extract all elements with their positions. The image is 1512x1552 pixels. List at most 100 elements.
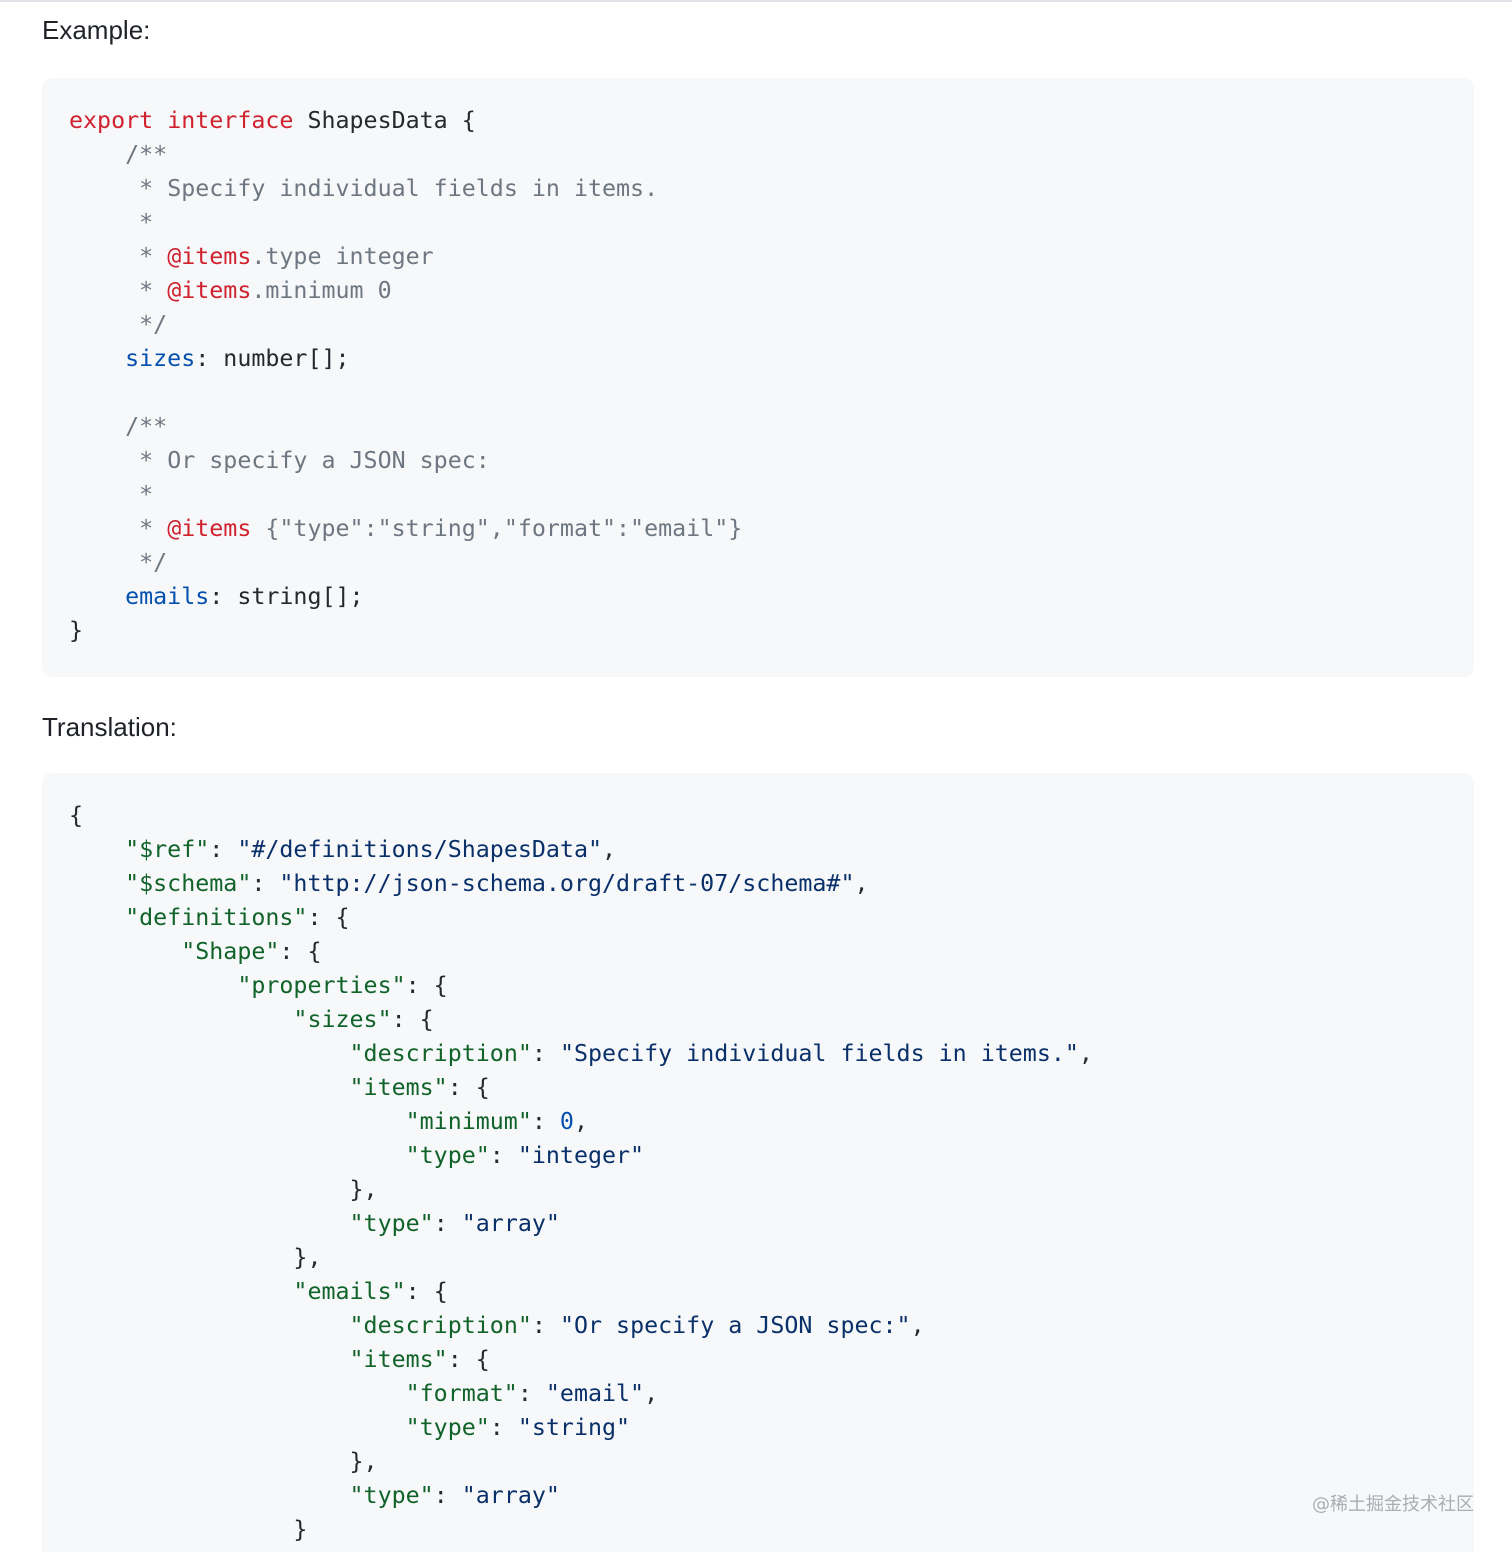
brace: { <box>69 802 84 829</box>
code-line: * Or specify a JSON spec: <box>69 444 742 478</box>
json-key: "description" <box>349 1312 532 1339</box>
code-line: "definitions": { <box>125 904 350 931</box>
comment-star: * <box>139 481 154 508</box>
example-code-block: export interface ShapesData { /** * Spec… <box>42 78 1474 677</box>
watermark: @稀土掘金技术社区 <box>1312 1494 1474 1515</box>
code-line: "type": "array" <box>349 1482 560 1509</box>
json-key: "properties" <box>237 972 406 999</box>
code-line: */ <box>69 308 742 342</box>
comment-open: /** <box>125 141 168 168</box>
json-string: "integer" <box>517 1142 645 1169</box>
comment-close: */ <box>139 311 168 338</box>
code-line: "properties": { <box>237 972 448 999</box>
json-string: "array" <box>461 1210 560 1237</box>
comment-text: {"type":"string","format":"email"} <box>251 515 743 542</box>
code-line: emails: string[]; <box>69 580 742 614</box>
comment-star: * <box>139 243 168 270</box>
code-line: }, <box>69 1244 322 1271</box>
code-line: "items": { <box>349 1074 490 1101</box>
json-key: "$ref" <box>125 836 210 863</box>
type-annotation: : number[]; <box>195 345 350 372</box>
comment-close: */ <box>139 549 168 576</box>
json-key: "$schema" <box>125 870 252 897</box>
code-line: /** <box>69 410 742 444</box>
brace: { <box>461 107 476 134</box>
jsdoc-tag: @items <box>167 277 252 304</box>
jsdoc-tag: @items <box>167 515 252 542</box>
code-line: /** <box>69 138 742 172</box>
json-key: "type" <box>405 1414 490 1441</box>
code-line: "emails": { <box>293 1278 448 1305</box>
example-heading: Example: <box>42 15 151 45</box>
example-code: export interface ShapesData { /** * Spec… <box>69 104 742 648</box>
code-line: "Shape": { <box>181 938 322 965</box>
code-line: } <box>69 1513 1093 1547</box>
json-key: "sizes" <box>293 1006 392 1033</box>
code-line: "type": "array" <box>349 1210 560 1237</box>
code-line: }, <box>69 1448 378 1475</box>
code-line <box>69 376 742 410</box>
type-annotation: : string[]; <box>209 583 364 610</box>
comment-star: * <box>139 515 168 542</box>
json-key: "minimum" <box>405 1108 532 1135</box>
code-line: } <box>69 614 742 648</box>
translation-code: { "$ref": "#/definitions/ShapesData", "$… <box>69 799 1093 1547</box>
code-line: "description": "Or specify a JSON spec:"… <box>349 1312 925 1339</box>
json-key: "format" <box>405 1380 518 1407</box>
keyword-interface: interface <box>167 107 294 134</box>
code-line: */ <box>69 546 742 580</box>
code-line: "type": "integer" <box>405 1142 645 1169</box>
json-key: "type" <box>405 1142 490 1169</box>
json-key: "description" <box>349 1040 532 1067</box>
brace: } <box>293 1516 308 1543</box>
json-key: "type" <box>349 1210 434 1237</box>
jsdoc-tag: @items <box>167 243 252 270</box>
json-string: "Or specify a JSON spec:" <box>559 1312 911 1339</box>
json-string: "#/definitions/ShapesData" <box>237 836 603 863</box>
comment-open: /** <box>125 413 168 440</box>
code-line: "description": "Specify individual field… <box>349 1040 1093 1067</box>
json-string: "http://json-schema.org/draft-07/schema#… <box>279 870 855 897</box>
json-key: "definitions" <box>125 904 308 931</box>
code-line: sizes: number[]; <box>69 342 742 376</box>
translation-code-block: { "$ref": "#/definitions/ShapesData", "$… <box>42 773 1474 1552</box>
json-key: "type" <box>349 1482 434 1509</box>
property-name: emails <box>125 583 210 610</box>
comment-text: * Or specify a JSON spec: <box>139 447 490 474</box>
code-line: "type": "string" <box>405 1414 631 1441</box>
top-divider <box>0 0 1512 2</box>
code-line: "$ref": "#/definitions/ShapesData", <box>125 836 617 863</box>
code-line: * <box>69 206 742 240</box>
json-string: "email" <box>545 1380 645 1407</box>
code-line: * Specify individual fields in items. <box>69 172 742 206</box>
translation-heading: Translation: <box>42 712 177 742</box>
code-line: export interface ShapesData { <box>69 104 742 138</box>
code-line: * @items.minimum 0 <box>69 274 742 308</box>
property-name: sizes <box>125 345 196 372</box>
code-line: "$schema": "http://json-schema.org/draft… <box>125 870 869 897</box>
json-key: "items" <box>349 1346 448 1373</box>
keyword-export: export <box>69 107 154 134</box>
code-line: "minimum": 0, <box>405 1108 588 1135</box>
json-string: "Specify individual fields in items." <box>559 1040 1079 1067</box>
json-string: "array" <box>461 1482 560 1509</box>
code-line: { <box>69 799 1093 833</box>
json-key: "items" <box>349 1074 448 1101</box>
code-line: }, <box>69 1176 378 1203</box>
code-line: * @items.type integer <box>69 240 742 274</box>
comment-text: .type integer <box>251 243 434 270</box>
comment-text: * Specify individual fields in items. <box>139 175 659 202</box>
json-key: "Shape" <box>181 938 280 965</box>
json-key: "emails" <box>293 1278 406 1305</box>
code-line: * @items {"type":"string","format":"emai… <box>69 512 742 546</box>
json-string: "string" <box>517 1414 631 1441</box>
code-line: "items": { <box>349 1346 490 1373</box>
brace: } <box>69 617 84 644</box>
comment-star: * <box>139 277 168 304</box>
code-line: "format": "email", <box>405 1380 659 1407</box>
code-line: * <box>69 478 742 512</box>
json-number: 0 <box>559 1108 574 1135</box>
code-line: "sizes": { <box>293 1006 434 1033</box>
comment-star: * <box>139 209 154 236</box>
comment-text: .minimum 0 <box>251 277 392 304</box>
